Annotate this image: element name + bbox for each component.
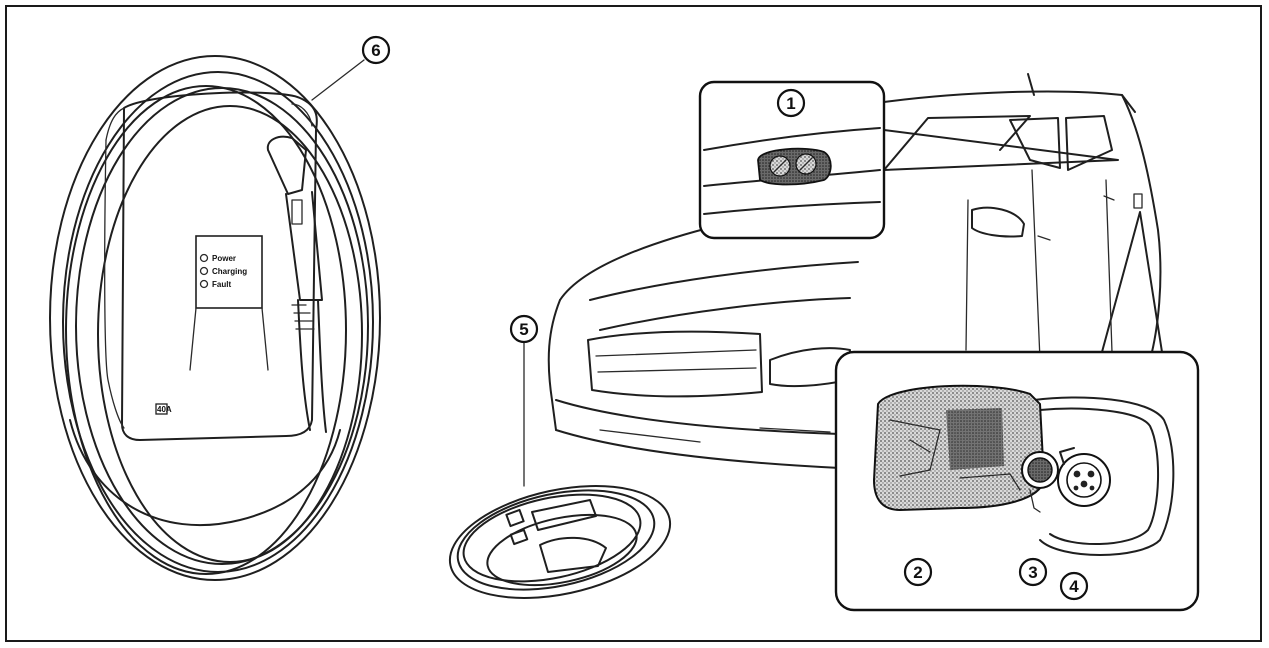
svg-text:2: 2 xyxy=(913,563,922,582)
charge-indicator-lamp xyxy=(757,147,832,186)
svg-text:5: 5 xyxy=(519,320,528,339)
wall-charger-cable-coil xyxy=(49,55,381,581)
inset-2-pointer xyxy=(1101,211,1163,353)
callout-6: 6 xyxy=(361,35,391,65)
power-label: Power xyxy=(212,254,236,263)
wall-charger: Power Charging Fault 40A xyxy=(49,55,381,581)
callout-1: 1 xyxy=(776,88,806,118)
callout-3: 3 xyxy=(1018,557,1048,587)
fault-label: Fault xyxy=(212,280,231,289)
wall-charger-connector xyxy=(266,135,327,433)
rating-label: 40A xyxy=(157,405,172,414)
diagram-frame xyxy=(5,5,1262,642)
svg-text:6: 6 xyxy=(371,41,380,60)
portable-charging-cable xyxy=(448,485,672,599)
control-box xyxy=(531,499,597,531)
inset-charge-port xyxy=(834,350,1200,612)
charge-port-inlet xyxy=(1057,447,1111,507)
portable-plug xyxy=(539,536,607,573)
svg-text:4: 4 xyxy=(1069,577,1079,596)
charging-indicator-icon xyxy=(199,266,209,276)
charging-label: Charging xyxy=(212,267,247,276)
charge-port-cap xyxy=(1021,451,1059,513)
svg-text:1: 1 xyxy=(786,94,795,113)
wall-charger-rating-badge: 40A xyxy=(155,403,172,415)
wall-charger-body xyxy=(104,91,318,441)
inset-1-pointer xyxy=(883,129,1119,171)
power-indicator-icon xyxy=(199,253,209,263)
wall-charger-status-panel: Power Charging Fault xyxy=(189,235,269,371)
fault-indicator-icon xyxy=(199,279,209,289)
inset-charge-indicator xyxy=(698,80,886,240)
callout-4: 4 xyxy=(1059,571,1089,601)
callout-5: 5 xyxy=(509,314,539,344)
svg-text:3: 3 xyxy=(1028,563,1037,582)
leader-line-6 xyxy=(311,59,365,101)
callout-2: 2 xyxy=(903,557,933,587)
